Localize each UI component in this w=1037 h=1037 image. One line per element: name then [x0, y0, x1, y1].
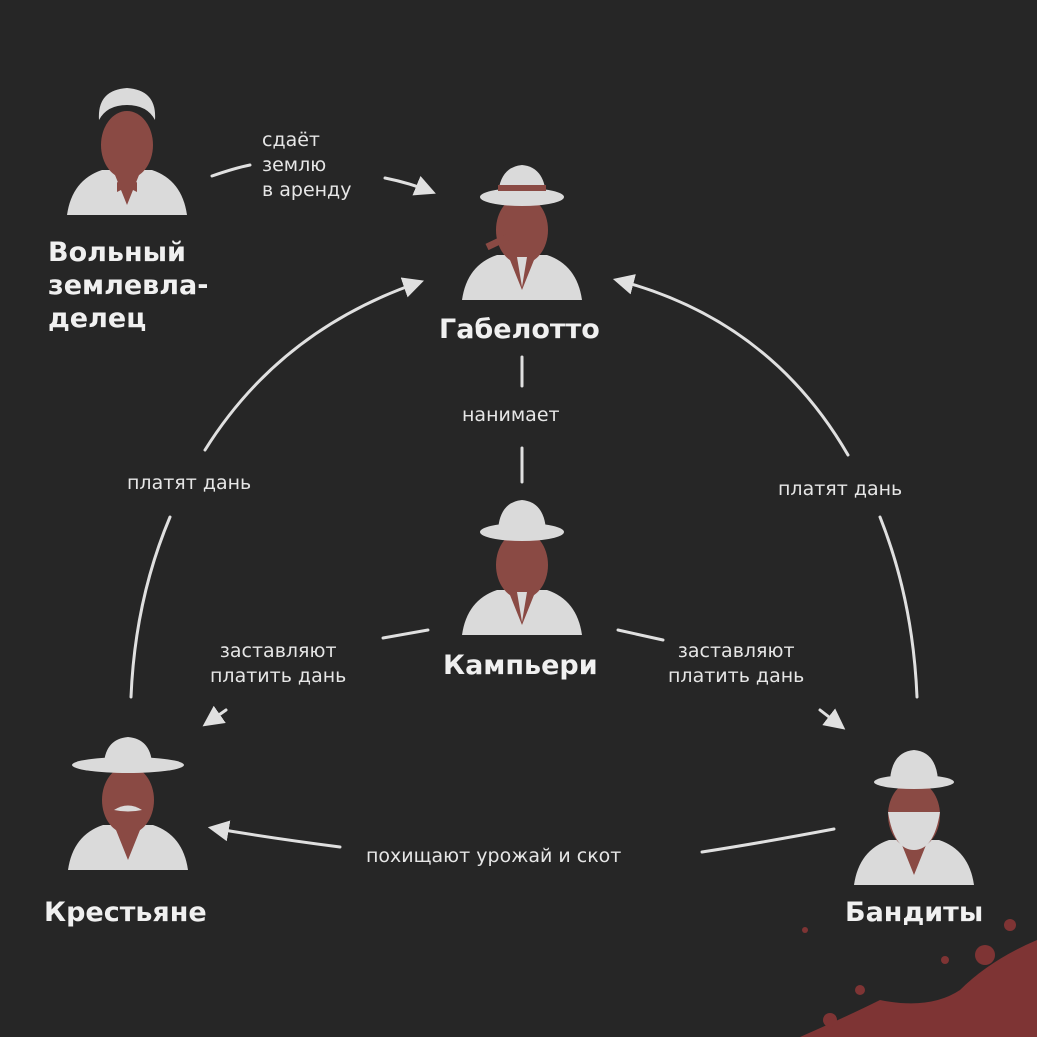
campieri-figure-icon	[462, 500, 582, 635]
edge-label-line: заставляют	[219, 640, 337, 662]
blood-splatter-decoration	[800, 919, 1037, 1037]
landowner-label-line: делец	[48, 303, 147, 334]
gabelotto-label: Габелотто	[439, 314, 600, 345]
edge-bandits-tribute-high	[612, 274, 850, 457]
landowner-label-line: Вольный	[48, 237, 186, 268]
edge-label-line: сдаёт	[262, 129, 320, 151]
bandits-tribute-label: платят дань	[778, 478, 903, 500]
edge-peasants-tribute-high	[203, 277, 424, 452]
force-bandits-label: заставляют платить дань	[668, 639, 804, 689]
force-peasants-label: заставляют платить дань	[210, 639, 346, 689]
bandits-label: Бандиты	[845, 897, 984, 928]
edge-label-line: землю	[262, 154, 327, 176]
peasants-figure-icon	[68, 737, 188, 870]
landowner-label: Вольный землевла- делец	[48, 236, 208, 335]
edge-label-line: платить дань	[668, 665, 805, 687]
edge-steal-left	[207, 820, 342, 849]
edge-force-bandits-line	[616, 628, 665, 642]
edge-peasants-tribute-low	[129, 515, 172, 699]
gabelotto-figure-icon	[462, 165, 582, 300]
peasants-tribute-label: платят дань	[127, 472, 252, 494]
edge-force-bandits-arrow	[818, 708, 846, 730]
peasants-label: Крестьяне	[44, 897, 207, 928]
edge-label-line: заставляют	[677, 640, 795, 662]
campieri-label: Кампьери	[443, 650, 598, 681]
edge-force-peasants-line	[381, 628, 430, 640]
landowner-label-line: землевла-	[48, 270, 209, 301]
edge-force-peasants-arrow	[202, 705, 228, 727]
edge-steal-right	[700, 827, 836, 854]
landowner-figure-icon	[67, 88, 187, 215]
rents-edge-label: сдаёт землю в аренду	[262, 128, 351, 203]
steal-edge-label: похищают урожай и скот	[366, 845, 622, 867]
hires-edge-label: нанимает	[462, 404, 560, 426]
bandits-figure-icon	[854, 750, 974, 885]
edge-bandits-tribute-low	[878, 515, 919, 699]
edge-label-line: в аренду	[262, 179, 352, 201]
edge-label-line: платить дань	[210, 665, 347, 687]
edge-rents-arrow	[383, 175, 436, 196]
edge-rents	[210, 163, 252, 178]
